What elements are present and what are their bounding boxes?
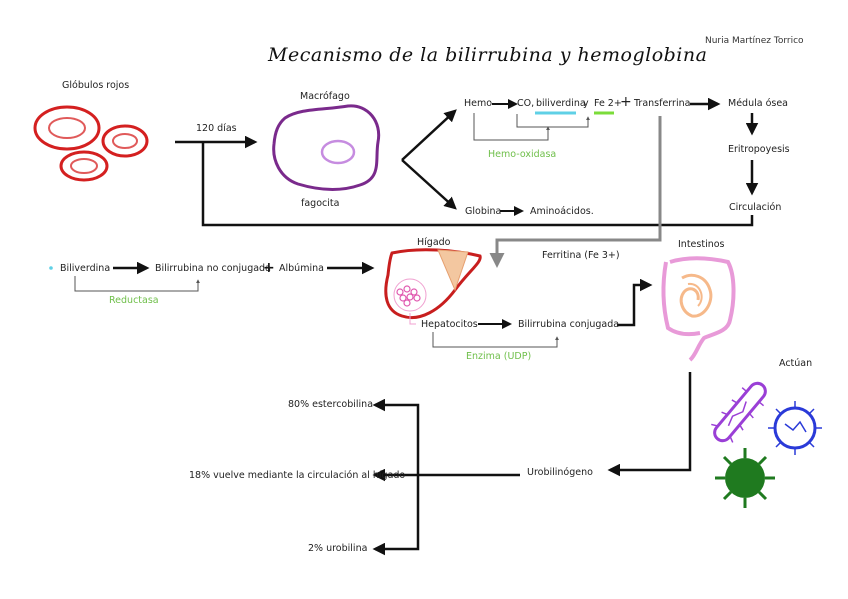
label-transferrina: Transferrina: [634, 98, 691, 109]
label-biliverdina: Biliverdina: [60, 263, 111, 274]
arrow-to-urobilinogeno: [607, 372, 692, 477]
bullet-dot: [49, 266, 53, 270]
label-globina: Globina: [465, 206, 502, 217]
arrow-circulation-loop: [201, 142, 754, 227]
label-eritropoyesis: Eritropoyesis: [728, 144, 790, 155]
label-urobilina: 2% urobilina: [308, 543, 368, 554]
reductasa-bracket: [74, 276, 200, 292]
arrow-to-urobilina: [372, 475, 420, 556]
macrophage-illustration: [272, 104, 381, 191]
label-circulacion: Circulación: [729, 202, 782, 213]
label-enzima-udp: Enzima (UDP): [466, 351, 532, 362]
intestines-illustration: [661, 256, 736, 362]
arrow-to-estercobilina: [372, 398, 420, 475]
label-vuelve-circulacion: 18% vuelve mediante la circulación al hí…: [189, 470, 406, 481]
label-hepatocitos: Hepatocitos: [421, 319, 478, 330]
label-aminoacidos: Aminoácidos.: [530, 206, 594, 217]
page-title: Mecanismo de la bilirrubina y hemoglobin…: [268, 44, 708, 66]
main-arrows: [175, 97, 759, 227]
label-hemo: Hemo: [464, 98, 493, 109]
label-bilirrubina-conjugada: Bilirrubina conjugada: [518, 319, 620, 330]
bacteria-illustration: [711, 381, 822, 508]
label-actuan: Actúan: [779, 358, 813, 369]
author-name: Nuria Martínez Torrico: [705, 36, 804, 46]
arrow-to-intestines: [617, 278, 653, 327]
label-bilirrubina-no-conjugada: Bilirrubina no conjugada: [155, 263, 271, 274]
plus-sign-mid: +: [263, 260, 275, 276]
label-ferritina: Ferritina (Fe 3+): [542, 250, 620, 261]
label-reductasa: Reductasa: [109, 295, 159, 306]
arrow-to-globina: [401, 159, 457, 210]
enzima-bracket: [432, 332, 559, 348]
liver-illustration: [384, 248, 482, 325]
label-y: y: [583, 98, 589, 109]
label-medula-osea: Médula ósea: [728, 98, 789, 109]
arrow-ferritina-to-liver: [489, 116, 662, 268]
label-estercobilina: 80% estercobilina: [288, 399, 374, 410]
label-globulos-rojos: Glóbulos rojos: [62, 80, 130, 91]
label-macrofago: Macrófago: [300, 91, 350, 102]
label-fe2: Fe 2+: [594, 98, 622, 109]
label-biliverdina-top: biliverdina: [536, 98, 586, 109]
hemo-oxidasa-bracket: [473, 113, 590, 141]
label-higado: Hígado: [417, 237, 451, 248]
label-intestinos: Intestinos: [678, 239, 725, 250]
label-urobilinogeno: Urobilinógeno: [527, 467, 593, 478]
label-albumina: Albúmina: [279, 263, 324, 274]
plus-sign-top: +: [620, 94, 632, 110]
arrow-to-hemo: [401, 109, 457, 161]
red-blood-cells-illustration: [33, 105, 149, 182]
label-fagocita: fagocita: [301, 198, 340, 209]
label-120-dias: 120 días: [196, 123, 237, 134]
label-co: CO,: [517, 98, 535, 109]
label-hemo-oxidasa: Hemo-oxidasa: [488, 149, 557, 160]
